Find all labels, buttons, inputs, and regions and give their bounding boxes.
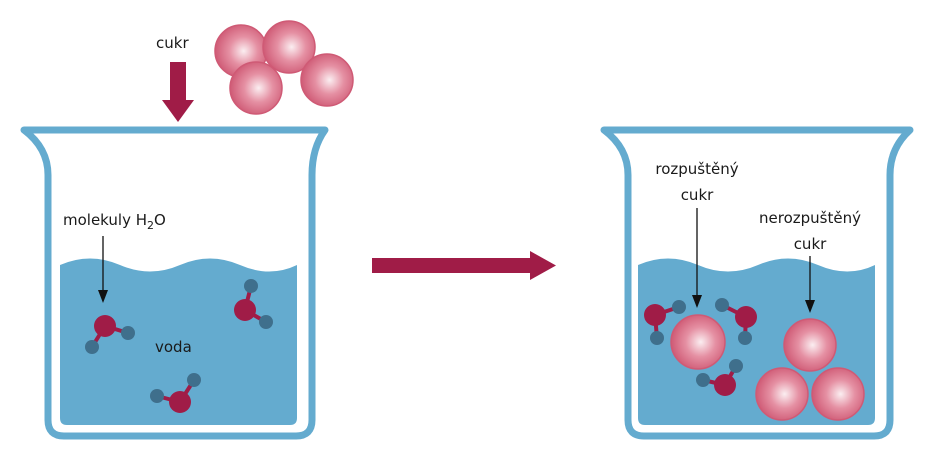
beaker-outline bbox=[600, 126, 914, 440]
sugar-particle bbox=[300, 53, 354, 107]
dissolved-sugar-label-line1: rozpuštěný bbox=[655, 160, 738, 178]
water-label: voda bbox=[155, 338, 192, 356]
beaker-outline bbox=[20, 126, 329, 440]
undissolved-sugar-label-line1: nerozpuštěný bbox=[759, 209, 861, 227]
hydrogen-atom bbox=[85, 340, 99, 354]
falling-sugar bbox=[214, 20, 354, 115]
hydrogen-atom bbox=[244, 279, 258, 293]
process-arrow-icon bbox=[372, 251, 556, 280]
hydrogen-atom bbox=[672, 300, 686, 314]
water bbox=[60, 258, 297, 425]
hydrogen-atom bbox=[715, 298, 729, 312]
undissolved-sugar-particle bbox=[755, 367, 809, 421]
dissolved-sugar-particle bbox=[670, 314, 726, 370]
water-molecule bbox=[85, 315, 135, 354]
water-molecule bbox=[696, 359, 743, 396]
water-molecule bbox=[715, 298, 757, 345]
hydrogen-atom bbox=[696, 373, 710, 387]
water-molecules-label: molekuly H2O bbox=[63, 211, 166, 232]
oxygen-atom bbox=[94, 315, 116, 337]
oxygen-atom bbox=[714, 374, 736, 396]
hydrogen-atom bbox=[187, 373, 201, 387]
undissolved-sugar-particle bbox=[783, 318, 837, 372]
oxygen-atom bbox=[735, 306, 757, 328]
undissolved-sugar-label-line2: cukr bbox=[794, 235, 827, 253]
oxygen-atom bbox=[169, 391, 191, 413]
water-molecule bbox=[150, 373, 201, 413]
hydrogen-atom bbox=[150, 389, 164, 403]
hydrogen-atom bbox=[650, 331, 664, 345]
dissolved-sugar-label-line2: cukr bbox=[681, 186, 714, 204]
left-beaker bbox=[20, 126, 329, 440]
hydrogen-atom bbox=[259, 315, 273, 329]
pointer-arrows bbox=[98, 208, 815, 313]
hydrogen-atom bbox=[121, 326, 135, 340]
hydrogen-atom bbox=[738, 331, 752, 345]
sugar-particle bbox=[262, 20, 316, 74]
hydrogen-atom bbox=[729, 359, 743, 373]
oxygen-atom bbox=[234, 299, 256, 321]
sugar-label: cukr bbox=[156, 34, 189, 52]
water-molecule bbox=[644, 300, 686, 345]
sugar-down-arrow-icon bbox=[162, 62, 194, 122]
undissolved-sugar-particle bbox=[811, 367, 865, 421]
oxygen-atom bbox=[644, 304, 666, 326]
water-molecule bbox=[234, 279, 273, 329]
sugar-particle bbox=[229, 61, 283, 115]
beaker-sugar bbox=[670, 314, 865, 421]
